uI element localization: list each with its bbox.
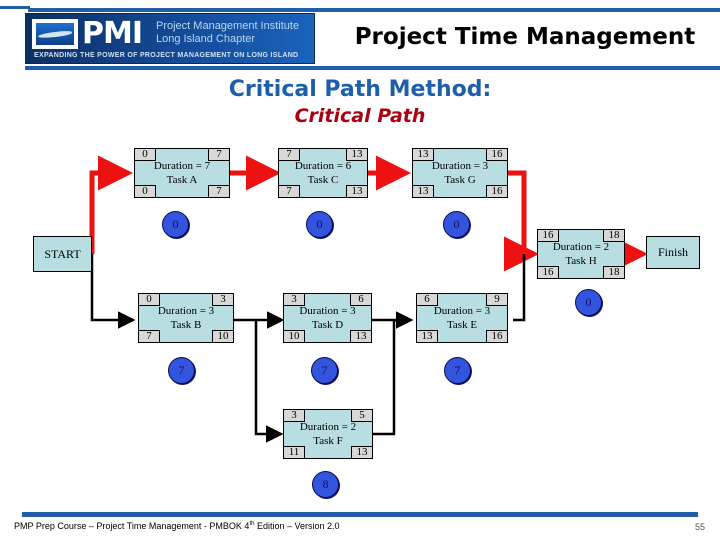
task-node-f: 3 5 11 13 Duration = 2 Task F: [283, 409, 373, 459]
task-g-body: Duration = 3 Task G: [413, 149, 507, 197]
task-a-early-finish: 7: [208, 148, 230, 161]
pmi-logo-tagline: Expanding the Power of Project Managemen…: [34, 52, 299, 59]
task-e-name: Task E: [446, 319, 478, 331]
task-g-name: Task G: [444, 174, 476, 186]
pmi-logo-banner: PMI Project Management Institute Long Is…: [25, 13, 315, 64]
task-c-late-finish: 13: [346, 185, 368, 198]
task-node-d: 3 6 10 13 Duration = 3 Task D: [283, 293, 372, 343]
task-e-float-badge: 7: [444, 357, 471, 384]
task-b-early-start: 0: [138, 293, 160, 306]
page-number: 55: [694, 522, 705, 532]
header-top-rule: [28, 8, 720, 12]
slide-title: Critical Path Method:: [228, 77, 492, 102]
task-e-late-start: 13: [416, 330, 438, 343]
task-h-late-finish: 18: [603, 266, 625, 279]
task-node-h: 16 18 16 18 Duration = 2 Task H: [537, 229, 625, 279]
task-e-early-start: 6: [416, 293, 438, 306]
task-node-b: 0 3 7 10 Duration = 3 Task B: [138, 293, 234, 343]
task-h-duration: Duration = 2: [552, 241, 610, 253]
task-c-body: Duration = 6 Task C: [279, 149, 367, 197]
footer-rule-gap: [0, 512, 22, 517]
task-b-late-finish: 10: [212, 330, 234, 343]
task-node-g: 13 16 13 16 Duration = 3 Task G: [412, 148, 508, 198]
task-a-body: Duration = 7 Task A: [135, 149, 229, 197]
task-a-early-start: 0: [134, 148, 156, 161]
header-top-rule-left: [0, 6, 30, 9]
pmi-logo-line2: Long Island Chapter: [156, 33, 256, 45]
header-title: Project Time Management: [354, 24, 696, 50]
task-h-late-start: 16: [537, 266, 559, 279]
footer-rule: [22, 512, 698, 517]
header-bottom-rule: [25, 66, 720, 70]
task-c-early-finish: 13: [346, 148, 368, 161]
task-f-late-finish: 13: [351, 446, 373, 459]
task-d-late-start: 10: [283, 330, 305, 343]
task-c-early-start: 7: [278, 148, 300, 161]
task-b-name: Task B: [170, 319, 202, 331]
finish-node: Finish: [646, 236, 700, 269]
task-d-late-finish: 13: [350, 330, 372, 343]
task-d-duration: Duration = 3: [299, 305, 356, 317]
slide-subtitle: Critical Path: [294, 105, 426, 127]
task-g-duration: Duration = 3: [431, 160, 489, 172]
task-e-early-finish: 9: [486, 293, 508, 306]
task-h-float-badge: 0: [575, 289, 602, 316]
footer-text-b: Edition – Version 2.0: [254, 521, 340, 531]
task-node-c: 7 13 7 13 Duration = 6 Task C: [278, 148, 368, 198]
task-f-late-start: 11: [283, 446, 305, 459]
pmi-logo-line1: Project Management Institute: [156, 20, 300, 32]
task-h-body: Duration = 2 Task H: [538, 230, 624, 278]
task-d-name: Task D: [311, 319, 344, 331]
task-c-late-start: 7: [278, 185, 300, 198]
task-g-early-start: 13: [412, 148, 434, 161]
start-node: START: [33, 236, 92, 272]
task-g-late-finish: 16: [486, 185, 508, 198]
task-c-float-badge: 0: [306, 211, 333, 238]
task-h-early-finish: 18: [603, 229, 625, 242]
task-node-a: 0 7 0 7 Duration = 7 Task A: [134, 148, 230, 198]
task-b-float-badge: 7: [168, 357, 195, 384]
task-f-duration: Duration = 2: [299, 421, 357, 433]
task-a-float-badge: 0: [162, 211, 189, 238]
pmi-logo-wordmark: PMI: [82, 16, 143, 51]
task-c-name: Task C: [307, 174, 339, 186]
task-d-early-finish: 6: [350, 293, 372, 306]
task-b-body: Duration = 3 Task B: [139, 294, 233, 342]
footer-text: PMP Prep Course – Project Time Managemen…: [14, 521, 340, 531]
task-a-late-start: 0: [134, 185, 156, 198]
task-f-float-badge: 8: [312, 471, 339, 498]
task-d-body: Duration = 3 Task D: [284, 294, 371, 342]
task-g-early-finish: 16: [486, 148, 508, 161]
finish-label: Finish: [657, 245, 688, 259]
task-a-name: Task A: [166, 174, 198, 186]
task-c-duration: Duration = 6: [294, 160, 352, 172]
task-g-late-start: 13: [412, 185, 434, 198]
task-f-early-finish: 5: [351, 409, 373, 422]
task-b-late-start: 7: [138, 330, 160, 343]
task-e-body: Duration = 3 Task E: [417, 294, 507, 342]
pmi-logo-subtitle: Project Management Institute Long Island…: [156, 20, 299, 46]
footer-text-sup: th: [249, 521, 255, 527]
task-d-float-badge: 7: [311, 357, 338, 384]
task-a-late-finish: 7: [208, 185, 230, 198]
task-h-name: Task H: [565, 255, 597, 267]
task-f-name: Task F: [313, 435, 343, 447]
task-g-float-badge: 0: [443, 211, 470, 238]
pmi-emblem-icon: [32, 19, 78, 49]
task-f-early-start: 3: [283, 409, 305, 422]
task-d-early-start: 3: [283, 293, 305, 306]
task-e-duration: Duration = 3: [433, 305, 491, 317]
task-b-duration: Duration = 3: [157, 305, 215, 317]
task-e-late-finish: 16: [486, 330, 508, 343]
start-label: START: [44, 246, 81, 261]
task-a-duration: Duration = 7: [153, 160, 211, 172]
task-f-body: Duration = 2 Task F: [284, 410, 372, 458]
task-node-e: 6 9 13 16 Duration = 3 Task E: [416, 293, 508, 343]
footer-text-a: PMP Prep Course – Project Time Managemen…: [14, 521, 250, 531]
task-h-early-start: 16: [537, 229, 559, 242]
task-b-early-finish: 3: [212, 293, 234, 306]
